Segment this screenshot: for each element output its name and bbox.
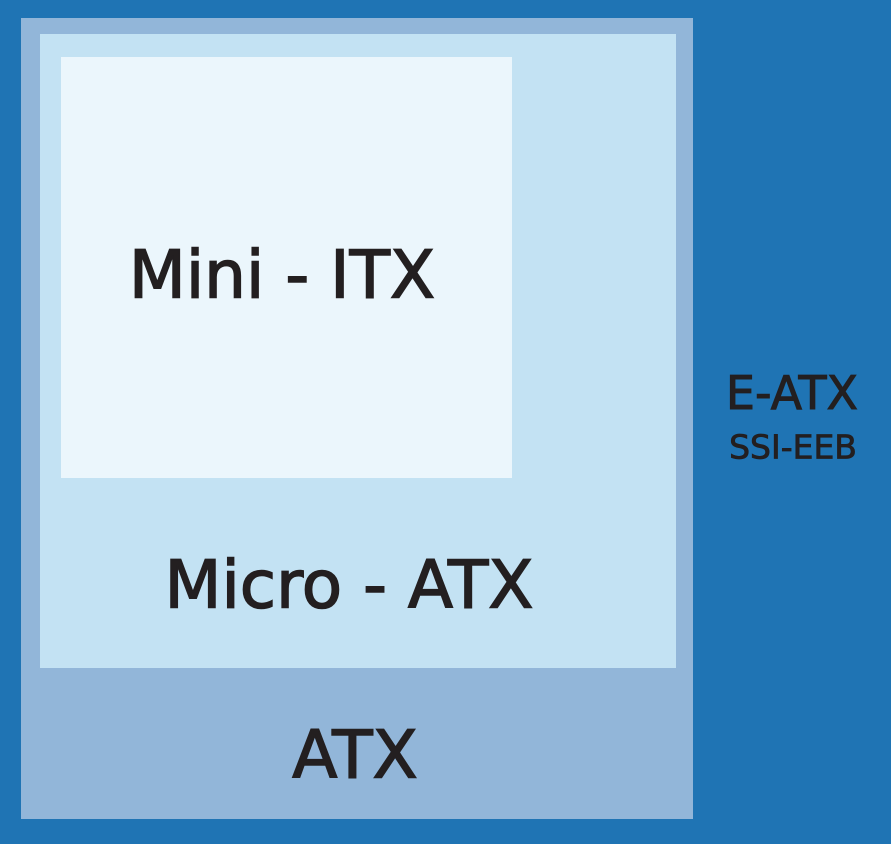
atx-label: ATX (291, 716, 418, 795)
e-atx-label: E-ATX (725, 366, 859, 421)
mini-itx-region (61, 57, 512, 478)
mini-itx-label: Mini - ITX (128, 236, 436, 315)
micro-atx-label: Micro - ATX (164, 546, 534, 625)
ssi-eeb-label: SSI-EEB (729, 427, 858, 467)
